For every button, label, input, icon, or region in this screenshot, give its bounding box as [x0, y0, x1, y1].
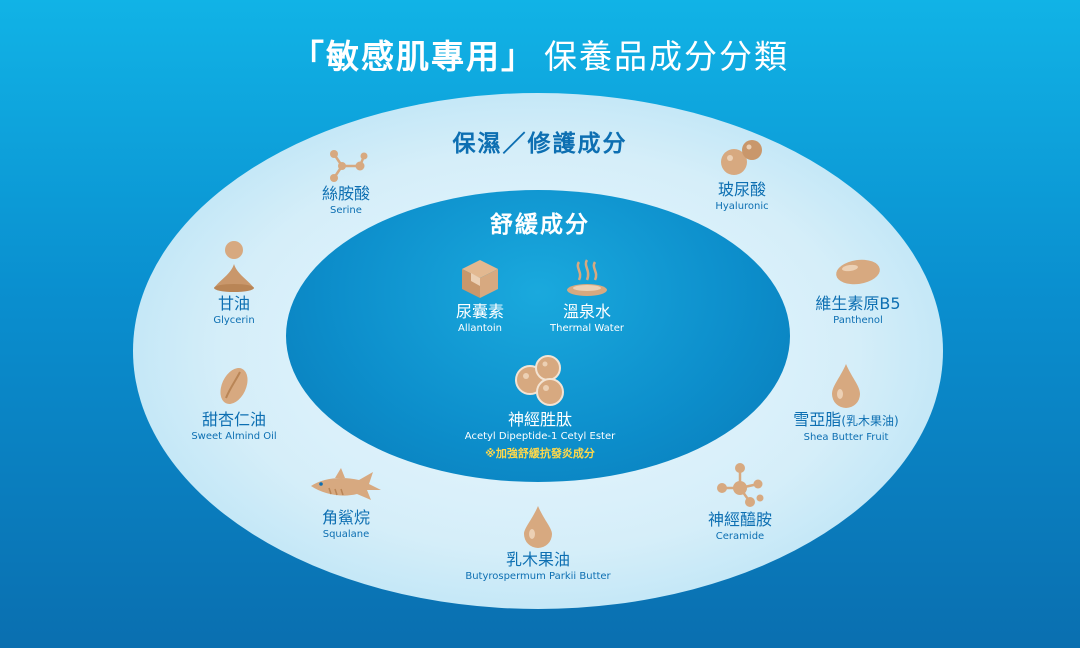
hot-spring-icon: [567, 259, 607, 296]
ingredient-zh-note: (乳木果油): [841, 414, 899, 428]
droplet-splash-icon: [214, 241, 254, 292]
inner-ring-title: 舒緩成分: [490, 212, 590, 238]
ingredient-zh-main: 雪亞脂: [793, 410, 842, 429]
cube-icon: [462, 260, 498, 298]
shark-icon: [311, 468, 381, 500]
outer-ring-title: 保濕／修護成分: [452, 131, 628, 157]
ingredient-acetyl-dipeptide: 神經胜肽 Acetyl Dipeptide-1 Cetyl Ester ※加強舒…: [380, 350, 700, 462]
ingredient-zh: 溫泉水: [562, 302, 611, 321]
ingredient-butyrospermum-parkii-butter: 乳木果油 Butyrospermum Parkii Butter: [438, 502, 638, 584]
ingredient-serine: 絲胺酸 Serine: [246, 148, 446, 218]
ingredient-zh: 絲胺酸: [321, 184, 370, 203]
ingredient-thermal-water: 溫泉水 Thermal Water: [487, 256, 687, 336]
ingredient-zh: 維生素原B5: [815, 294, 901, 313]
ingredient-en: Shea Butter Fruit: [803, 432, 889, 443]
ingredient-en: Allantoin: [457, 323, 503, 334]
almond-icon: [220, 368, 248, 404]
ingredient-en: Squalane: [322, 529, 370, 540]
ingredient-note: ※加強舒緩抗發炎成分: [485, 447, 595, 460]
ingredient-panthenol: 維生素原B5 Panthenol: [758, 254, 958, 328]
ingredient-en: Serine: [330, 205, 362, 216]
drop-icon: [832, 364, 860, 408]
molecule-icon: [330, 150, 368, 182]
atom-cluster-icon: [717, 463, 764, 507]
page-title: 「敏感肌專用」保養品成分分類: [0, 30, 1080, 78]
ingredient-allantoin: 尿囊素 Allantoin: [380, 256, 580, 336]
ingredient-zh: 玻尿酸: [717, 180, 766, 199]
ingredient-en: Glycerin: [213, 315, 255, 326]
inner-ring: [286, 190, 790, 482]
ingredient-zh: 甘油: [217, 294, 250, 313]
ingredient-zh: 尿囊素: [455, 302, 504, 321]
ingredient-en: Panthenol: [833, 315, 883, 326]
bubbles-cluster-icon: [515, 355, 564, 406]
ingredient-ceramide: 神經醯胺 Ceramide: [640, 460, 840, 544]
ingredient-zh: 神經胜肽: [507, 410, 572, 429]
ingredient-glycerin: 甘油 Glycerin: [134, 240, 334, 328]
title-sub: 保養品成分分類: [544, 37, 789, 76]
ingredient-en: Acetyl Dipeptide-1 Cetyl Ester: [464, 431, 616, 442]
drop-icon: [524, 506, 552, 548]
ingredient-zh: 神經醯胺: [707, 510, 772, 529]
ingredient-zh: 乳木果油: [505, 550, 570, 569]
ingredient-en: Thermal Water: [550, 323, 624, 334]
ingredient-squalane: 角鯊烷 Squalane: [246, 464, 446, 542]
ingredient-en: Ceramide: [715, 531, 765, 542]
ingredient-zh: 雪亞脂(乳木果油): [746, 410, 946, 431]
ingredient-zh: 甜杏仁油: [201, 410, 266, 429]
ingredient-en: Sweet Almind Oil: [191, 431, 277, 442]
title-main: 「敏感肌專用」: [291, 37, 536, 76]
ingredient-en: Butyrospermum Parkii Butter: [465, 571, 611, 582]
ingredient-shea-butter-fruit: 雪亞脂(乳木果油) Shea Butter Fruit: [746, 360, 946, 445]
capsule-icon: [836, 259, 880, 285]
ingredient-en: Hyaluronic: [715, 201, 769, 212]
ingredient-hyaluronic: 玻尿酸 Hyaluronic: [642, 138, 842, 214]
bubbles-icon: [721, 140, 762, 175]
ingredient-zh: 角鯊烷: [321, 508, 370, 527]
ingredient-sweet-almond-oil: 甜杏仁油 Sweet Almind Oil: [134, 364, 334, 444]
